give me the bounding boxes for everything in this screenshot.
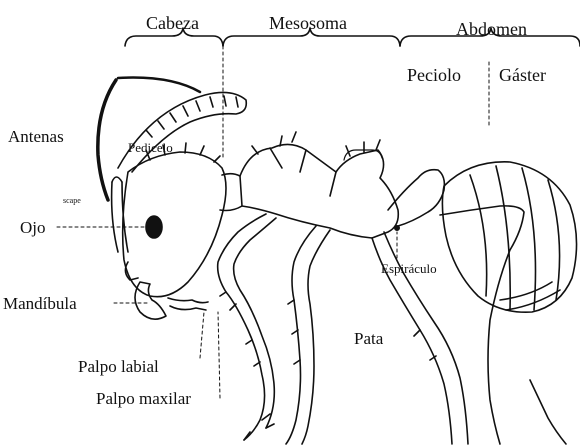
label-petiole: Peciolo	[407, 66, 461, 84]
label-abdomen-region: Abdomen	[456, 20, 527, 38]
spiracle-dot	[395, 226, 399, 230]
compound-eye	[146, 216, 162, 238]
label-mandible: Mandíbula	[3, 295, 77, 312]
label-head-region: Cabeza	[146, 14, 199, 32]
label-gaster: Gáster	[499, 66, 546, 84]
label-spiracle: Espiráculo	[381, 262, 437, 275]
antenna-bracket	[98, 80, 116, 200]
petiole	[388, 170, 444, 226]
antenna-upper	[118, 92, 246, 172]
label-labial-palp: Palpo labial	[78, 358, 159, 375]
head-capsule	[123, 152, 226, 297]
mandible	[135, 282, 166, 319]
pointer-maxillary-palp	[218, 312, 220, 398]
mesosoma	[240, 144, 398, 238]
label-leg: Pata	[354, 330, 383, 347]
leg-middle	[286, 226, 316, 444]
label-scape: scape	[63, 197, 81, 205]
label-antennae: Antenas	[8, 128, 64, 145]
palps	[168, 298, 208, 310]
label-pedicel: Pedicelo	[128, 141, 173, 154]
label-eye: Ojo	[20, 219, 46, 236]
label-maxillary-palp: Palpo maxilar	[96, 390, 191, 407]
pointer-labial-palp	[200, 312, 204, 358]
label-mesosoma-region: Mesosoma	[269, 14, 347, 32]
